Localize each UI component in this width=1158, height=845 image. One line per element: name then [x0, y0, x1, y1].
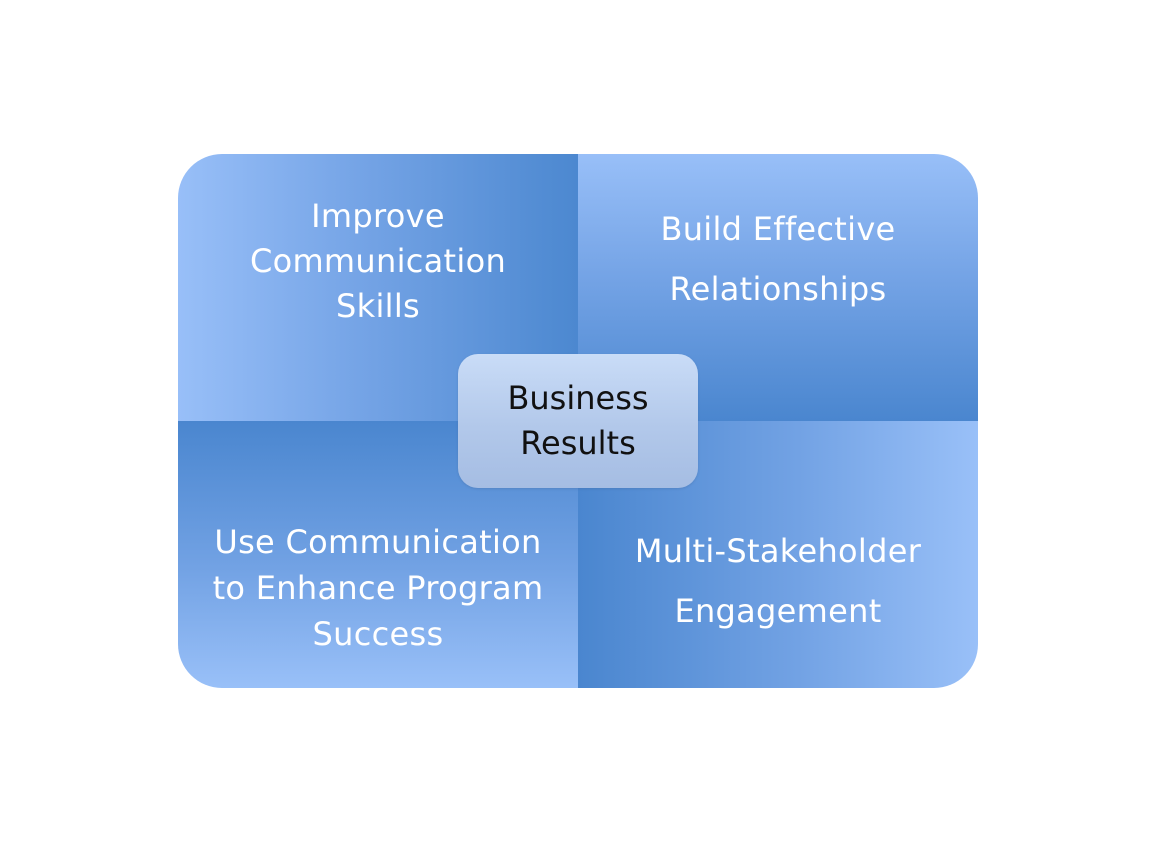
quadrant-top-left: Improve Communication Skills [178, 154, 578, 421]
center-hub: Business Results [458, 354, 698, 488]
quadrant-top-right-label: Build Effective Relationships [660, 210, 896, 308]
quadrant-top-left-label: Improve Communication Skills [249, 197, 507, 325]
center-hub-label: Business Results [507, 379, 649, 462]
quadrant-bottom-right-label: Multi-Stakeholder Engagement [634, 532, 922, 630]
quadrant-bottom-left-label: Use Communication to Enhance Program Suc… [212, 523, 544, 653]
